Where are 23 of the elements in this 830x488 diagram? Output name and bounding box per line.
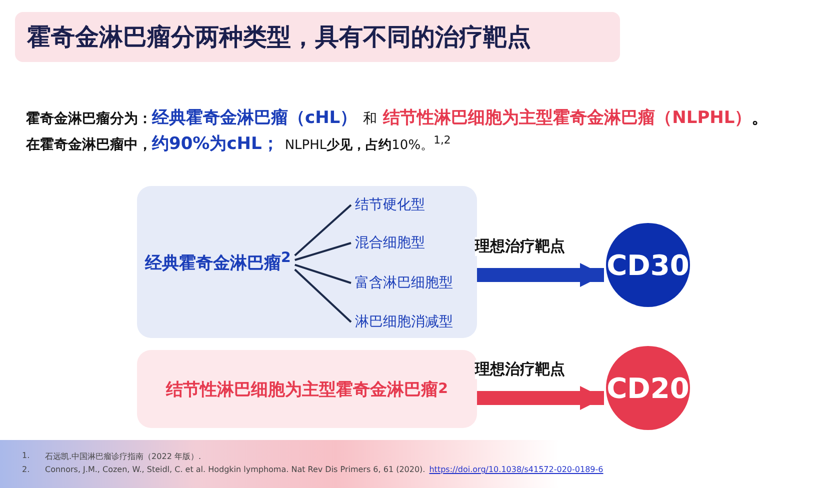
footnote-number: 1.: [22, 451, 30, 460]
intro-text: 在霍奇金淋巴瘤中，约90%为cHL； NLPHL少见，占约10%。$^{1,2}$: [26, 132, 451, 155]
edge-label: 理想治疗靶点: [475, 360, 565, 379]
target-circle: CD20: [606, 346, 690, 430]
subtype-text: 富含淋巴细胞型: [355, 274, 453, 292]
reference-link: https://doi.org/10.1038/s41572-020-0189-6: [429, 465, 604, 474]
footnote-text: Connors, J.M., Cozen, W., Steidl, C. et al. Hodgkin lymphoma. Nat Rev Dis Primers 6, 61 (2020).: [45, 465, 426, 474]
connector-line: [294, 264, 352, 284]
footnote-number: 2.: [22, 465, 30, 474]
subtype-text: 结节硬化型: [355, 196, 425, 214]
edge-label: 理想治疗靶点: [475, 237, 565, 256]
subtype-text: 混合细胞型: [355, 234, 425, 252]
target-circle: CD30: [606, 223, 690, 307]
intro-text: 霍奇金淋巴瘤分为：经典霍奇金淋巴瘤（cHL） 和 结节性淋巴细胞为主型霍奇金淋巴瘤（NLPHL）。: [26, 107, 769, 129]
arrow: [477, 263, 604, 287]
connector-line: [294, 268, 352, 323]
footnote-text: 石远凯.中国淋巴瘤诊疗指南（2022 年版）.: [45, 451, 201, 462]
title-banner: 霍奇金淋巴瘤分两种类型，具有不同的治疗靶点: [15, 12, 620, 62]
connector-line: [294, 204, 352, 256]
subtype-text: 淋巴细胞消减型: [355, 313, 453, 331]
category-heading: 经典霍奇金淋巴瘤$^{2}$: [145, 250, 291, 275]
arrow: [477, 386, 604, 410]
connector-line: [294, 242, 352, 261]
